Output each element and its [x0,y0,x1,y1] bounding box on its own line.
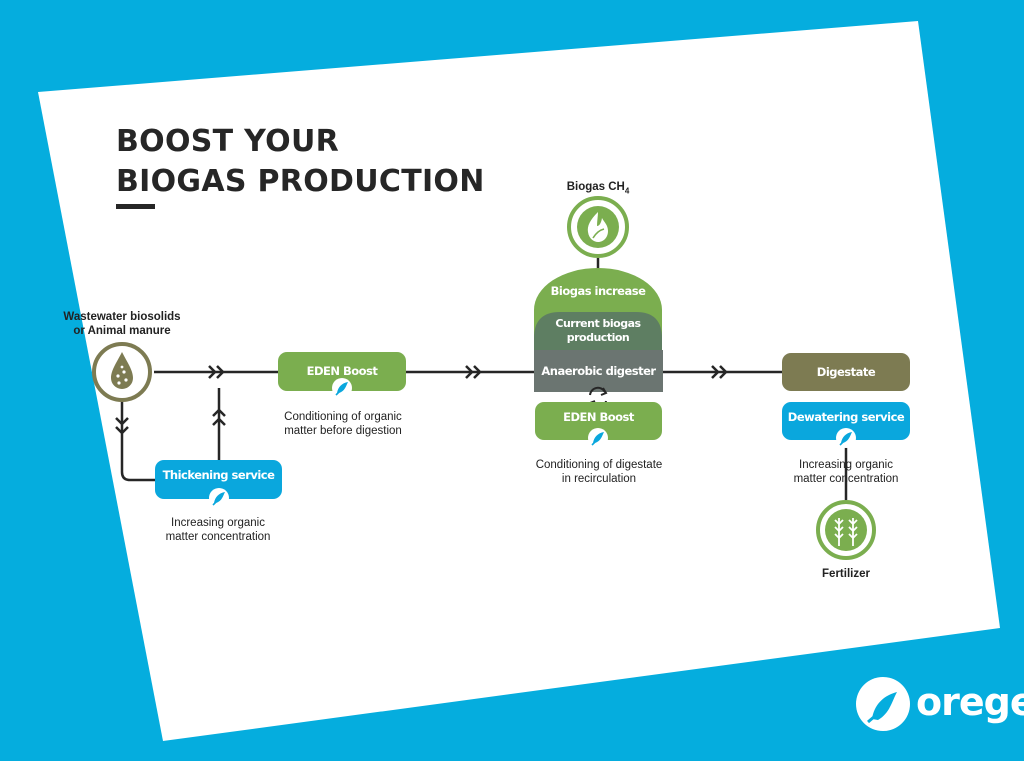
source-label-line-1: Wastewater biosolids [63,311,181,323]
eden-boost-2-description: Conditioning of digestate in recirculati… [520,458,678,486]
eden-boost-1-desc-line-1: Conditioning of organic [284,411,402,423]
dewatering-service-label: Dewatering service [787,410,905,424]
droplet-icon [332,378,352,398]
chevron-right-icon [711,365,728,379]
eden-boost-1-label: EDEN Boost [306,364,378,378]
thickening-desc-line-1: Increasing organic [171,517,265,529]
white-card [38,21,1000,741]
flame-leaf-icon [567,196,629,258]
droplet-icon [588,428,608,448]
digestate-box: Digestate [782,353,910,391]
chevron-right-icon [465,365,482,379]
anaerobic-digester-label: Anaerobic digester [534,350,663,392]
biogas-increase-text: Biogas increase [550,284,646,298]
digester-dome [534,268,663,392]
dewatering-description: Increasing organic matter concentration [776,458,916,486]
eden-boost-1-description: Conditioning of organic matter before di… [270,410,416,438]
title-underline [116,204,155,209]
brand-logo: orege [916,680,1024,724]
current-biogas-line-2: production [566,331,630,344]
anaerobic-digester-text: Anaerobic digester [541,364,656,378]
droplet-icon [209,488,229,508]
fertilizer-label-text: Fertilizer [822,568,870,580]
orege-logo-icon [856,677,910,731]
current-biogas-dome [534,312,662,350]
current-biogas-label: Current biogas production [534,315,662,347]
wheat-icon [816,500,876,560]
thickening-description: Increasing organic matter concentration [148,516,288,544]
brand-name: orege [916,680,1024,724]
thickening-desc-line-2: matter concentration [165,531,271,543]
biogas-label-text: Biogas CH [566,181,625,193]
current-biogas-line-1: Current biogas [555,317,641,330]
chevron-up-icon [212,408,226,426]
chevron-down-icon [115,417,129,435]
fertilizer-label: Fertilizer [796,567,896,581]
biogas-label: Biogas CH4 [548,180,648,198]
dewatering-desc-line-2: matter concentration [793,473,899,485]
eden-boost-2-label: EDEN Boost [563,410,634,424]
biogas-label-subscript: 4 [624,186,630,196]
eden-boost-2-desc-line-2: in recirculation [561,473,637,485]
droplet-icon [836,428,856,448]
eden-boost-1-desc-line-2: matter before digestion [284,425,402,437]
biogas-increase-label: Biogas increase [534,282,662,300]
source-label: Wastewater biosolids or Animal manure [48,310,196,338]
source-droplet-icon [92,342,152,402]
chevron-right-icon [208,365,225,379]
eden-boost-2-desc-line-1: Conditioning of digestate [535,459,663,471]
title-line-2: BIOGAS PRODUCTION [116,164,485,199]
page-title: BOOST YOUR BIOGAS PRODUCTION [116,122,485,202]
thickening-service-label: Thickening service [162,468,275,482]
flow-chevrons [115,365,728,435]
anaerobic-digester-bar [534,350,663,392]
digestate-label: Digestate [816,365,876,379]
source-label-line-2: or Animal manure [73,325,171,337]
title-line-1: BOOST YOUR [116,124,340,159]
dewatering-desc-line-1: Increasing organic [799,459,893,471]
